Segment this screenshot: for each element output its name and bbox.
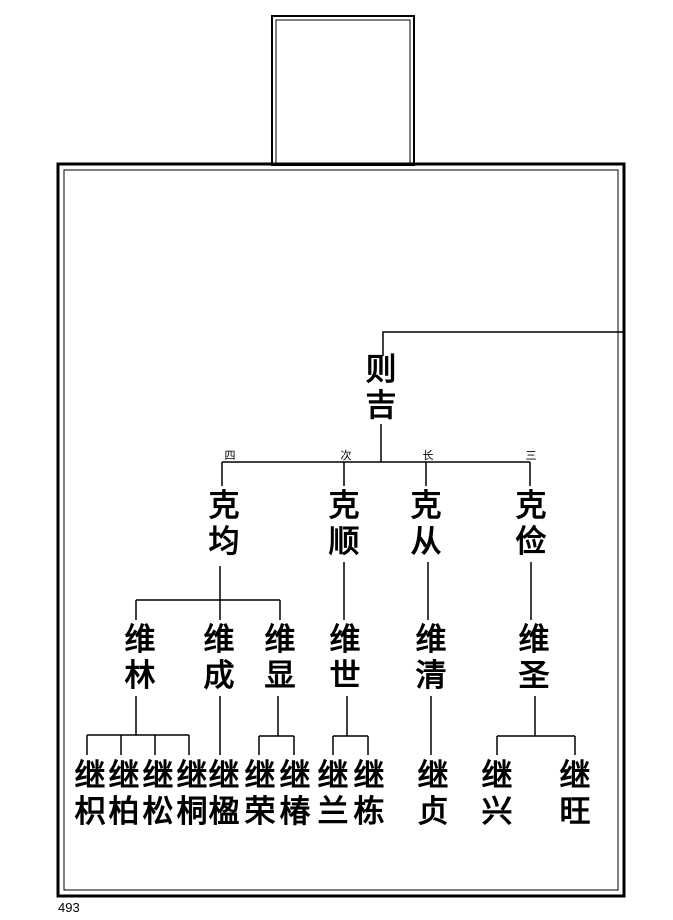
name-char: 俭	[515, 524, 547, 560]
name-char: 继	[74, 758, 106, 794]
name-char: 维	[124, 622, 156, 658]
name-char: 顺	[328, 524, 360, 560]
tree-lines	[86, 331, 624, 755]
name-char: 兰	[317, 794, 349, 830]
generation4-person: 继兰	[315, 758, 351, 830]
name-char: 克	[410, 488, 442, 524]
name-char: 维	[329, 622, 361, 658]
top-box	[271, 15, 415, 166]
birth-order-label: 长	[422, 449, 434, 462]
name-char: 克	[208, 488, 240, 524]
generation4-person: 继兴	[479, 758, 515, 830]
birth-order-label: 四	[224, 449, 236, 462]
name-char: 继	[142, 758, 174, 794]
name-char: 圣	[518, 658, 550, 694]
generation2-person: 克顺	[326, 488, 362, 560]
name-char: 维	[415, 622, 447, 658]
name-char: 林	[124, 658, 156, 694]
generation4-person: 继桐	[174, 758, 210, 830]
name-char: 继	[417, 758, 449, 794]
generation3-person: 维清	[413, 622, 449, 694]
name-char: 继	[481, 758, 513, 794]
generation3-person: 维圣	[516, 622, 552, 694]
name-char: 世	[329, 658, 361, 694]
generation4-person: 继栋	[351, 758, 387, 830]
name-char: 清	[415, 658, 447, 694]
name-char: 荣	[244, 794, 276, 830]
name-char: 维	[518, 622, 550, 658]
generation3-person: 维世	[327, 622, 363, 694]
name-char: 继	[208, 758, 240, 794]
birth-order-label: 三	[525, 449, 537, 462]
name-char: 继	[108, 758, 140, 794]
name-char: 枳	[74, 794, 106, 830]
generation2-person: 克均	[206, 488, 242, 560]
generation4-person: 继柏	[106, 758, 142, 830]
generation3-person: 维林	[122, 622, 158, 694]
name-char: 克	[515, 488, 547, 524]
name-char: 楹	[208, 794, 240, 830]
name-char: 继	[244, 758, 276, 794]
name-char: 维	[264, 622, 296, 658]
generation2-person: 克从	[408, 488, 444, 560]
name-char: 继	[279, 758, 311, 794]
name-char: 椿	[279, 794, 311, 830]
generation4-person: 继楹	[206, 758, 242, 830]
name-char: 显	[264, 658, 296, 694]
birth-order-label: 次	[340, 449, 352, 462]
name-char: 克	[328, 488, 360, 524]
root-person: 则 吉	[363, 352, 399, 424]
name-char: 继	[559, 758, 591, 794]
generation4-person: 继贞	[415, 758, 451, 830]
name-char: 维	[203, 622, 235, 658]
name-char: 从	[410, 524, 442, 560]
name-char: 继	[317, 758, 349, 794]
name-char: 柏	[108, 794, 140, 830]
generation4-person: 继旺	[557, 758, 593, 830]
name-char: 成	[203, 658, 235, 694]
name-char: 则	[365, 352, 397, 388]
generation3-person: 维成	[201, 622, 237, 694]
name-char: 栋	[353, 794, 385, 830]
name-char: 松	[142, 794, 174, 830]
generation4-person: 继荣	[242, 758, 278, 830]
main-box	[56, 162, 626, 898]
name-char: 桐	[176, 794, 208, 830]
name-char: 吉	[365, 388, 397, 424]
generation2-person: 克俭	[513, 488, 549, 560]
generation4-person: 继松	[140, 758, 176, 830]
generation3-person: 维显	[262, 622, 298, 694]
name-char: 均	[208, 524, 240, 560]
name-char: 继	[353, 758, 385, 794]
name-char: 旺	[559, 794, 591, 830]
generation4-person: 继椿	[277, 758, 313, 830]
name-char: 兴	[481, 794, 513, 830]
name-char: 贞	[417, 794, 449, 830]
name-char: 继	[176, 758, 208, 794]
page-number: 493	[58, 900, 80, 915]
generation4-person: 继枳	[72, 758, 108, 830]
